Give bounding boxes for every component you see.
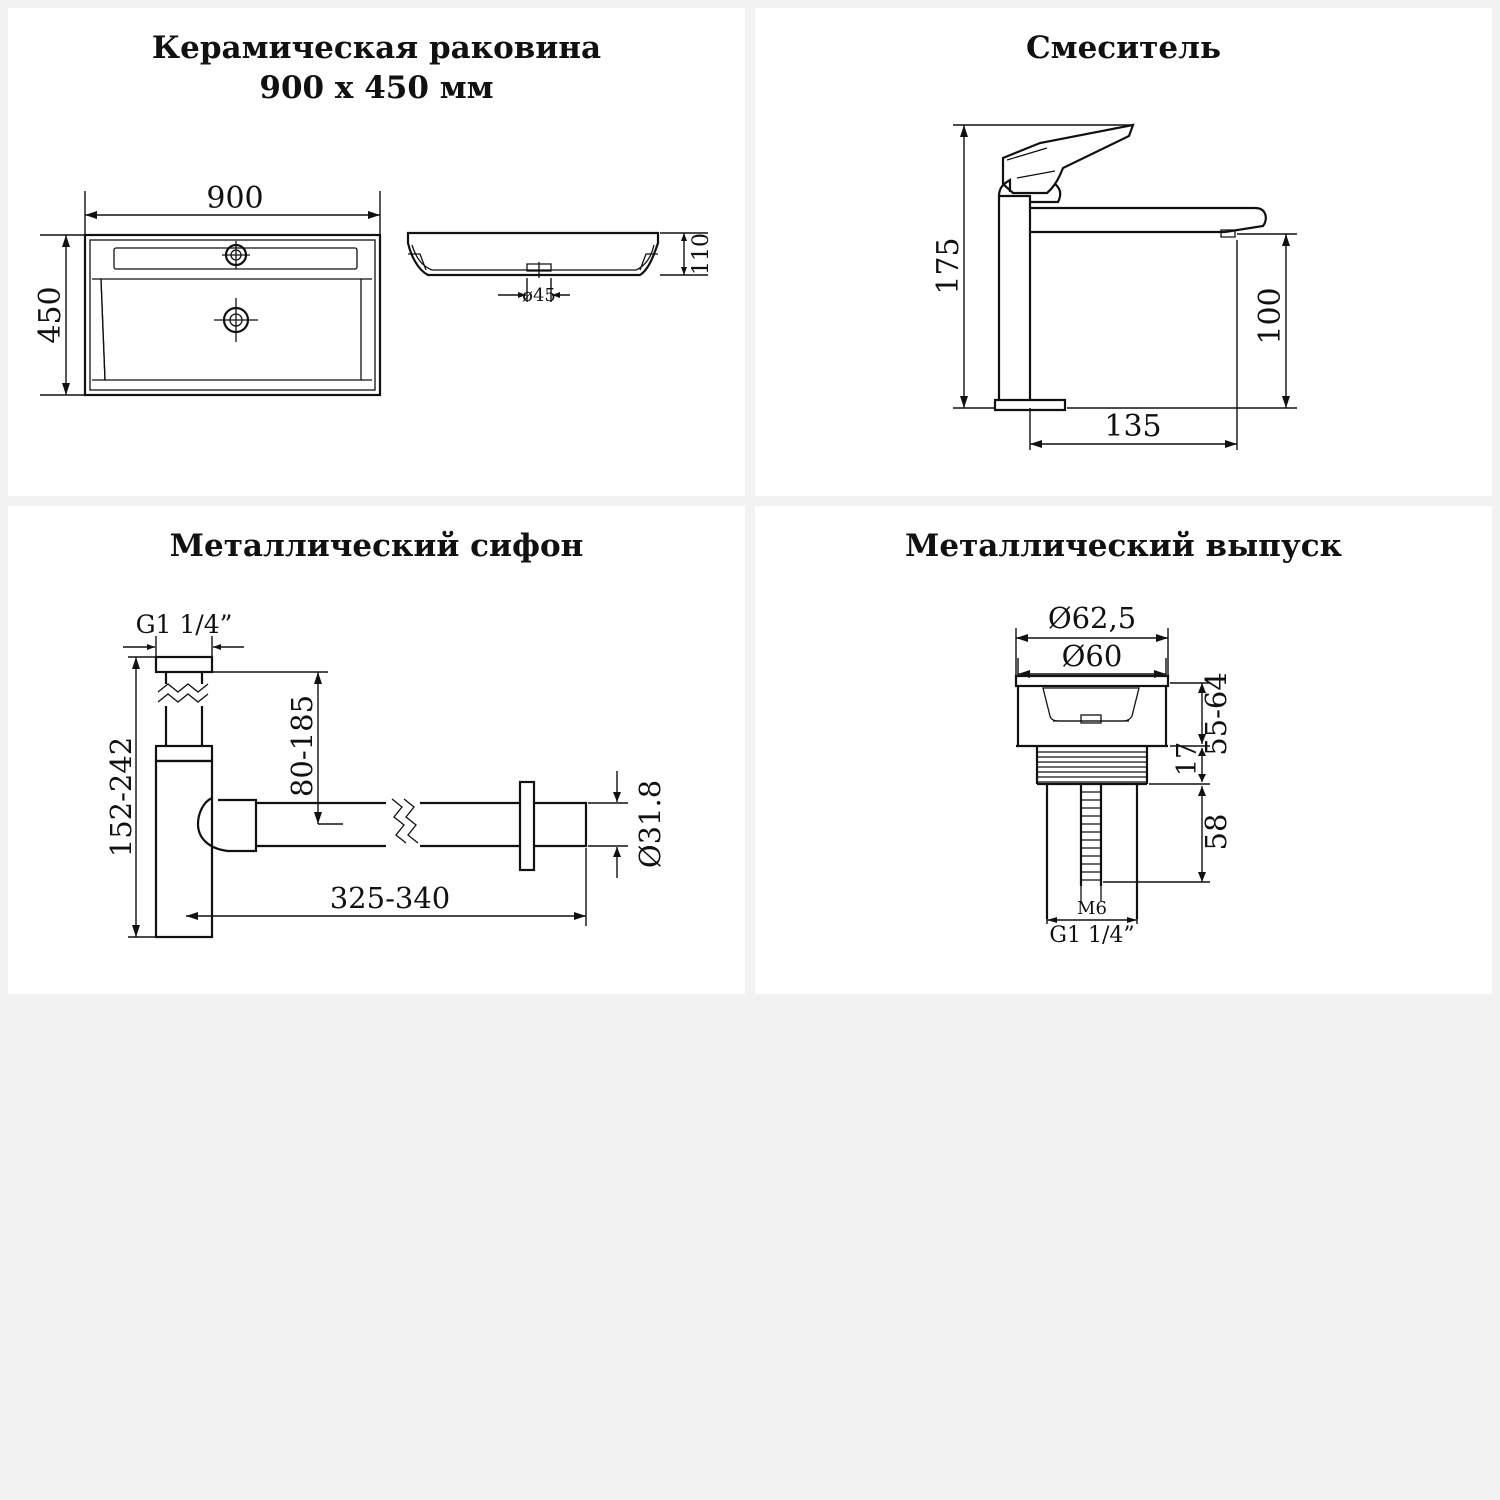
- drain-title-text: Металлический выпуск: [905, 528, 1342, 564]
- drain-inner-diameter-label: Ø60: [1062, 639, 1123, 673]
- siphon-thread-label: G1 1/4”: [136, 610, 233, 639]
- drain-outer-diameter-dimension: Ø62,5: [1015, 601, 1169, 675]
- mixer-height-label: 175: [931, 237, 966, 294]
- sink-side-view: [406, 231, 660, 278]
- mixer-height-dimension: 175: [931, 124, 1133, 409]
- siphon-height-label: 152-242: [104, 737, 138, 858]
- mixer-reach-label: 135: [1104, 409, 1161, 444]
- sink-panel: Керамическая раковина 900 х 450 мм 900 4…: [8, 8, 745, 496]
- mixer-spout-label: 100: [1253, 287, 1288, 344]
- sink-drawing: 900 450 110 ø45: [33, 181, 714, 397]
- drain-outer-diameter-label: Ø62,5: [1048, 601, 1136, 635]
- sink-drain-label: ø45: [522, 285, 556, 306]
- drain-height-range-label: 55-64: [1199, 672, 1233, 756]
- drain-right-dimensions: 55-64 17 58: [1103, 672, 1233, 883]
- drain-flange-label: 17: [1172, 742, 1203, 776]
- mixer-drawing: 175 100 135: [931, 123, 1297, 450]
- siphon-diameter-label: Ø31.8: [633, 780, 667, 868]
- siphon-drawing: G1 1/4” 152-242 80-185 325-340 Ø31.8: [104, 610, 667, 939]
- sink-title-line1: Керамическая раковина: [151, 30, 602, 66]
- siphon-panel: Металлический сифон G1 1/4” 152-242: [8, 506, 745, 994]
- mixer-panel: Смеситель 175 100 135: [755, 8, 1492, 496]
- drain-body-length-label: 58: [1199, 814, 1233, 851]
- sink-depth-label: 450: [33, 286, 68, 343]
- siphon-inlet-dimension: 80-185: [213, 671, 343, 825]
- drain-rod-label: M6: [1077, 898, 1107, 919]
- mixer-spout-dimension: 100: [1067, 233, 1297, 409]
- sink-width-label: 900: [206, 181, 263, 216]
- siphon-height-dimension: 152-242: [104, 656, 155, 938]
- sink-top-view: [83, 233, 382, 397]
- mixer-title-text: Смеситель: [1025, 30, 1222, 66]
- drain-inner-diameter-dimension: Ø60: [1017, 639, 1167, 678]
- drain-body: [1014, 674, 1170, 919]
- sink-height-dimension: 110: [660, 232, 714, 276]
- siphon-length-label: 325-340: [330, 881, 451, 915]
- sink-depth-dimension: 450: [33, 234, 84, 396]
- mixer-reach-dimension: 135: [1029, 240, 1238, 450]
- sink-title: Керамическая раковина 900 х 450 мм: [8, 28, 745, 108]
- drain-thread-label: G1 1/4”: [1049, 923, 1134, 948]
- sink-drain-dimension: ø45: [498, 278, 570, 306]
- siphon-inlet-label: 80-185: [285, 695, 319, 797]
- mixer-body: [993, 123, 1267, 412]
- sink-height-label: 110: [689, 233, 714, 275]
- siphon-title: Металлический сифон: [8, 526, 745, 566]
- siphon-length-dimension: 325-340: [186, 848, 587, 926]
- sink-width-dimension: 900: [84, 181, 381, 234]
- mixer-title: Смеситель: [755, 28, 1492, 68]
- drain-title: Металлический выпуск: [755, 526, 1492, 566]
- sink-title-line2: 900 х 450 мм: [259, 70, 494, 106]
- siphon-body: [154, 655, 588, 939]
- drain-bottom-dimensions: M6 G1 1/4”: [1046, 898, 1138, 948]
- drain-panel: Металлический выпуск Ø62,5 Ø60: [755, 506, 1492, 994]
- drain-drawing: Ø62,5 Ø60 55-64 17 58 M6 G1 1/4”: [1014, 601, 1233, 948]
- siphon-title-text: Металлический сифон: [169, 528, 584, 564]
- siphon-thread-dimension: G1 1/4”: [123, 610, 244, 656]
- siphon-diameter-dimension: Ø31.8: [588, 771, 667, 878]
